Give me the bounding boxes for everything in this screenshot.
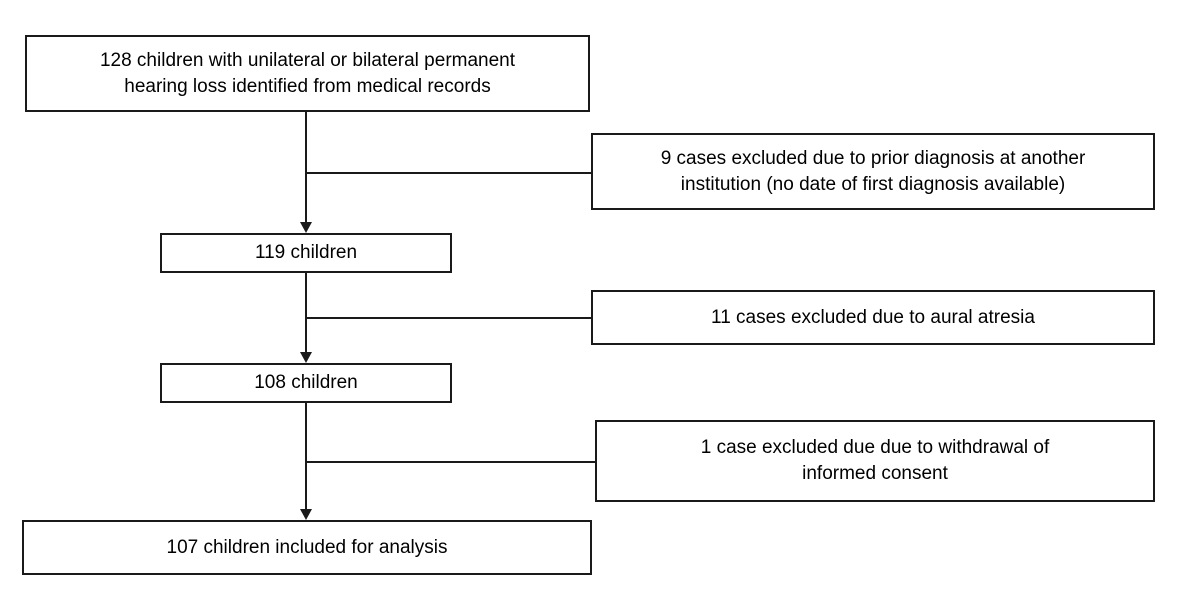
node-text-line: 107 children included for analysis [166,536,448,558]
node-text-line: 128 children with unilateral or bilatera… [99,49,516,71]
node-text-line: 119 children [254,242,358,263]
node-119-children: 119 children [160,233,452,273]
node-text-line: informed consent [802,463,948,484]
connector-vertical-3 [305,403,307,509]
node-text-line: 11 cases excluded due to aural atresia [711,306,1035,328]
arrow-down-icon [300,509,312,520]
connector-vertical-1 [305,112,307,224]
node-identified-children: 128 children with unilateral or bilatera… [25,35,590,112]
node-text-line: 1 case excluded due due to withdrawal of [700,437,1050,458]
connector-vertical-2 [305,273,307,353]
node-text-line: institution (no date of first diagnosis … [680,173,1066,195]
connector-branch-1 [306,172,593,174]
node-included-for-analysis: 107 children included for analysis [22,520,592,575]
connector-branch-3 [306,461,595,463]
node-excluded-withdrawal: 1 case excluded due due to withdrawal of… [595,420,1155,502]
node-text-line: 9 cases excluded due to prior diagnosis … [660,147,1086,169]
node-excluded-aural-atresia: 11 cases excluded due to aural atresia [591,290,1155,345]
connector-branch-2 [306,317,593,319]
node-text-line: hearing loss identified from medical rec… [124,75,491,97]
node-excluded-prior-diagnosis: 9 cases excluded due to prior diagnosis … [591,133,1155,210]
arrow-down-icon [300,352,312,363]
node-108-children: 108 children [160,363,452,403]
arrow-down-icon [300,222,312,233]
node-text-line: 108 children [254,372,358,393]
